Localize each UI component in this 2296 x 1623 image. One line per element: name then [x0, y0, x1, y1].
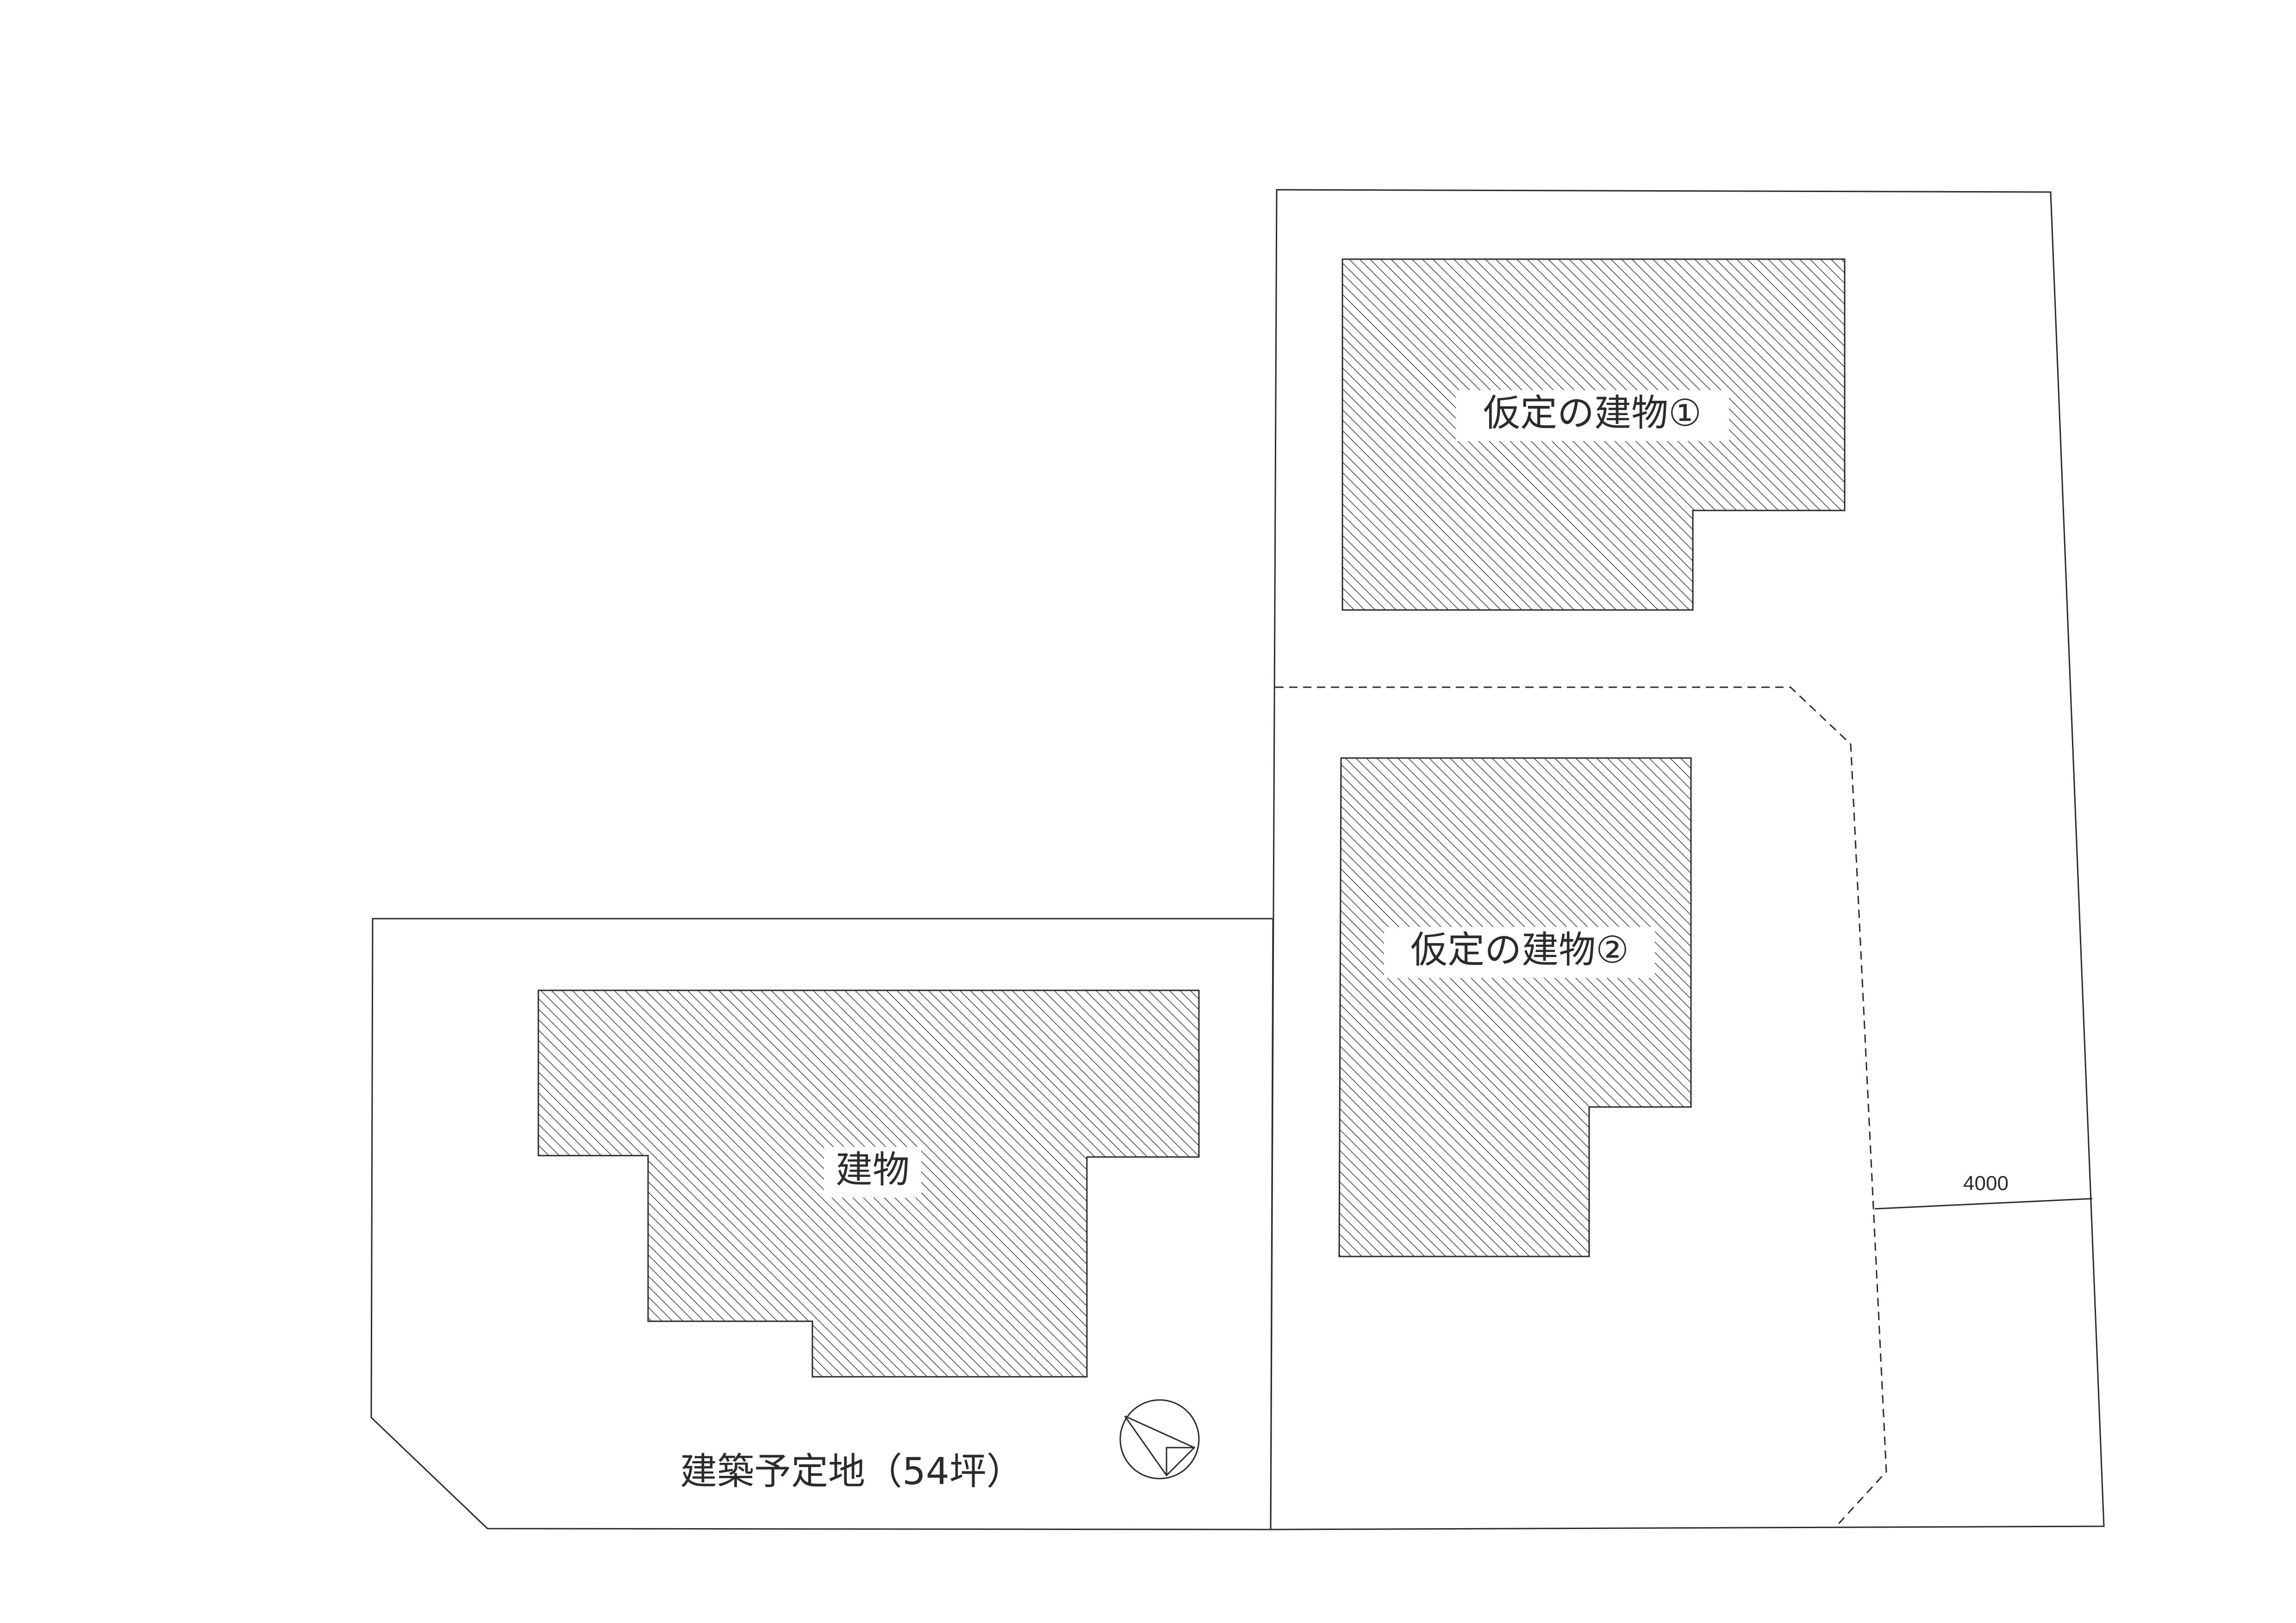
label-bg-1 — [1456, 390, 1729, 441]
boundary-dashed-line — [1275, 686, 1887, 1528]
north-arrow-icon — [1119, 1399, 1200, 1480]
label-bg-main — [824, 1147, 921, 1198]
label-bg-2 — [1384, 927, 1655, 978]
dimension-label: 4000 — [1963, 1172, 2009, 1195]
dimension-line — [1874, 1198, 2093, 1210]
main-building-label: 建物 — [836, 1148, 910, 1191]
assumed-building-1-label: 仮定の建物① — [1483, 392, 1702, 435]
assumed-building-2 — [1338, 757, 1692, 1257]
left-lot — [370, 918, 1274, 1530]
site-label: 建築予定地（54坪） — [680, 1450, 1023, 1493]
assumed-building-2-label: 仮定の建物② — [1410, 928, 1629, 971]
